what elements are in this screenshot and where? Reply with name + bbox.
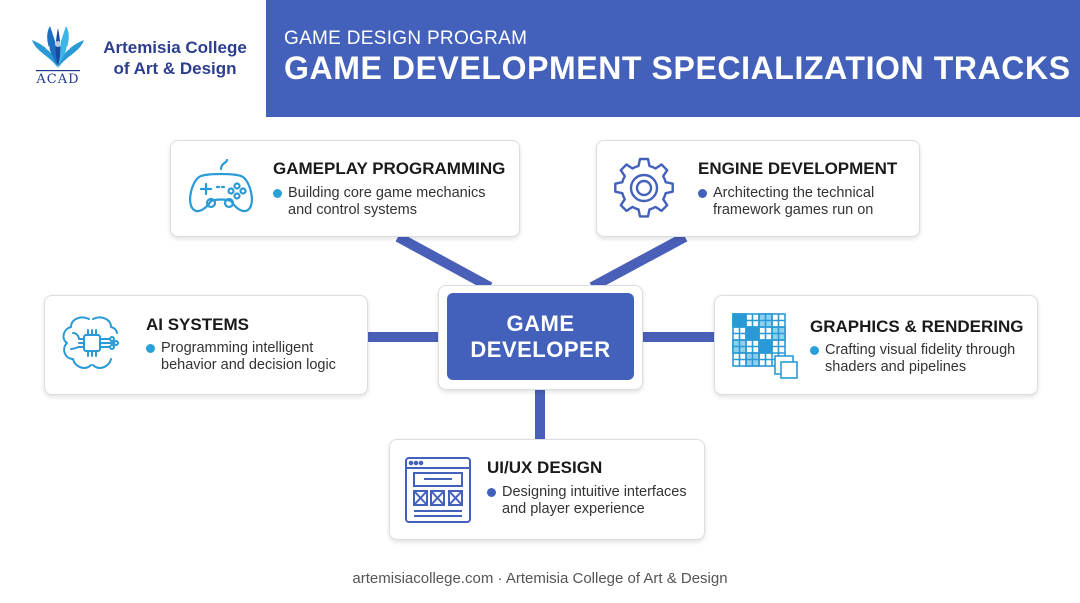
track-card-graphics-rendering: GRAPHICS & RENDERING Crafting visual fid… [714, 295, 1038, 395]
center-label-line2: DEVELOPER [470, 336, 611, 362]
logo-abbreviation: ACAD [36, 72, 80, 87]
bullet-dot [146, 344, 155, 353]
track-description-line2: and control systems [288, 202, 417, 218]
track-card-ui-ux-design: UI/UX DESIGN Designing intuitive interfa… [389, 439, 705, 540]
track-description: Programming intelligent behavior and dec… [146, 340, 371, 374]
bullet-dot [487, 488, 496, 497]
track-description-line1: Crafting visual fidelity through [825, 342, 1016, 358]
track-title: GRAPHICS & RENDERING [810, 317, 1024, 336]
center-label-line1: GAME [506, 310, 575, 336]
track-description-line2: and player experience [502, 501, 645, 517]
track-description: Building core game mechanics and control… [273, 185, 523, 219]
footer-text: artemisiacollege.com · Artemisia College… [352, 570, 728, 587]
college-name: Artemisia College of Art & Design [90, 37, 260, 79]
gamepad-icon [189, 159, 253, 213]
connector-gameplay [395, 232, 493, 292]
header-subtitle: GAME DESIGN PROGRAM [284, 28, 528, 49]
ui-wireframe-icon [405, 457, 471, 523]
track-description-line1: Programming intelligent [161, 340, 314, 356]
track-title: UI/UX DESIGN [487, 458, 603, 477]
track-title: GAMEPLAY PROGRAMMING [273, 159, 506, 178]
track-title: ENGINE DEVELOPMENT [698, 159, 898, 178]
page-title: GAME DEVELOPMENT SPECIALIZATION TRACKS [284, 50, 1071, 86]
track-card-engine-development: ENGINE DEVELOPMENT Architecting the tech… [596, 140, 920, 237]
track-description-line1: Designing intuitive interfaces [502, 484, 687, 500]
college-name-line1: Artemisia College [103, 38, 247, 57]
header-banner: GAME DESIGN PROGRAM GAME DEVELOPMENT SPE… [266, 0, 1080, 117]
bullet-dot [810, 346, 819, 355]
bullet-dot [273, 189, 282, 198]
college-logo: ACAD Artemisia College of Art & Design [28, 22, 258, 92]
track-description: Crafting visual fidelity through shaders… [810, 342, 1045, 376]
college-name-line2: of Art & Design [113, 59, 237, 78]
track-description-line2: framework games run on [713, 202, 874, 218]
track-description: Architecting the technical framework gam… [698, 185, 923, 219]
track-card-ai-systems: AI SYSTEMS Programming intelligent behav… [44, 295, 368, 395]
track-description-line2: shaders and pipelines [825, 359, 967, 375]
track-description-line1: Building core game mechanics [288, 185, 486, 201]
pixel-grid-icon [732, 313, 798, 379]
center-node-label: GAME DEVELOPER [447, 293, 634, 380]
center-node: GAME DEVELOPER [438, 285, 643, 390]
track-description: Designing intuitive interfaces and playe… [487, 484, 714, 518]
track-card-gameplay-programming: GAMEPLAY PROGRAMMING Building core game … [170, 140, 520, 237]
track-title: AI SYSTEMS [146, 315, 249, 334]
bullet-dot [698, 189, 707, 198]
gear-icon [614, 157, 674, 218]
track-description-line2: behavior and decision logic [161, 357, 336, 373]
track-description-line1: Architecting the technical [713, 185, 875, 201]
connector-engine [589, 232, 688, 292]
ai-brain-icon [62, 316, 119, 369]
peacock-logo-icon [32, 26, 84, 72]
